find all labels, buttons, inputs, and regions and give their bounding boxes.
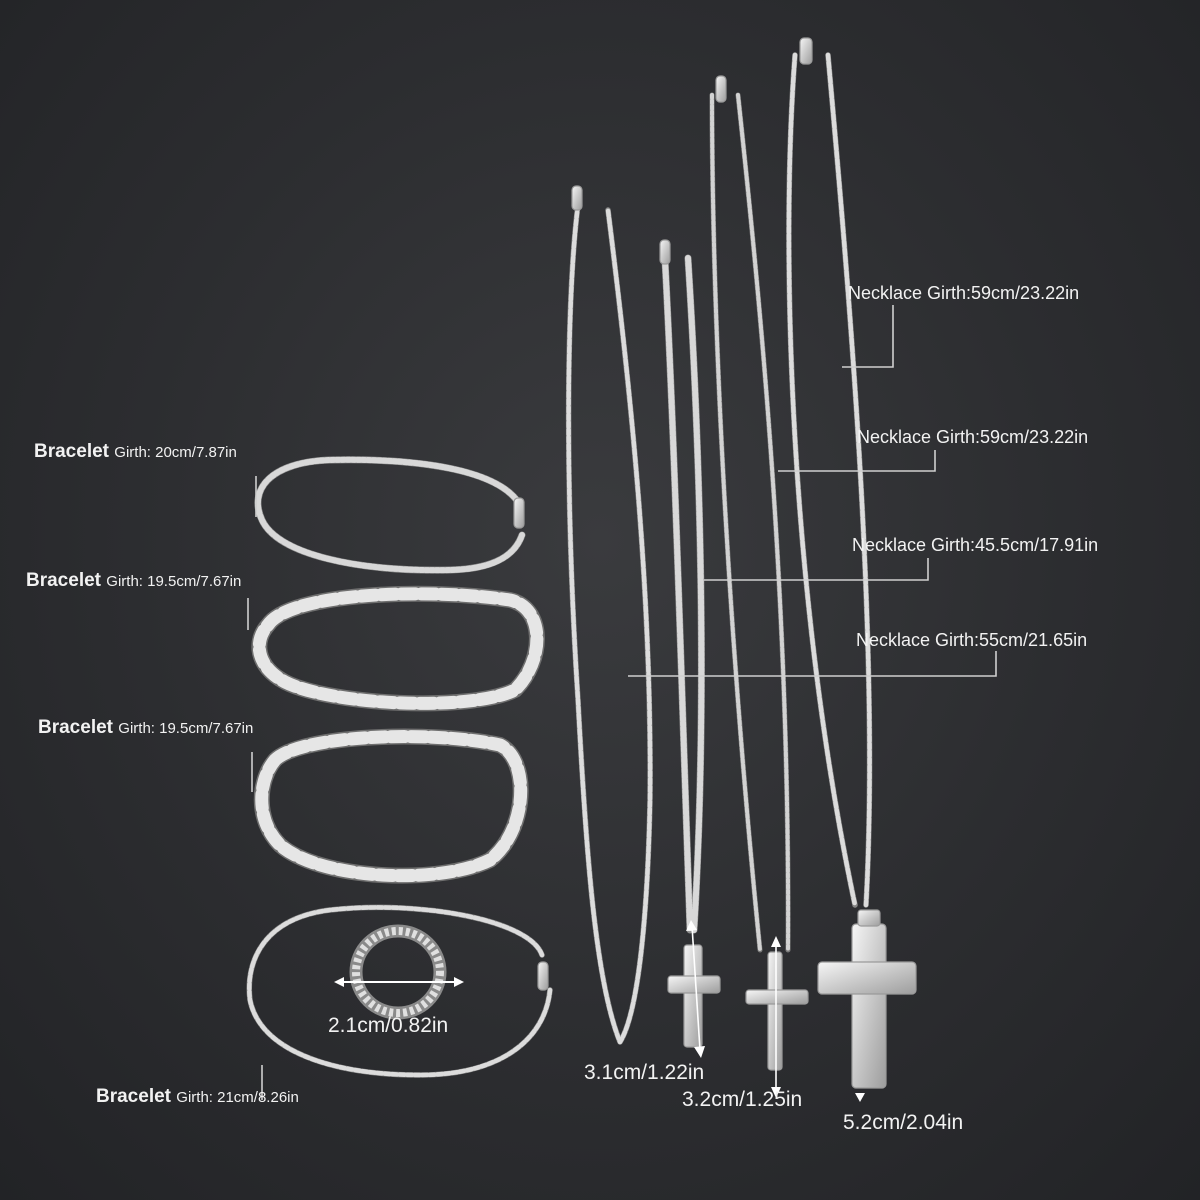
bracelet-2-girth: Girth: 19.5cm/7.67in	[106, 573, 242, 590]
bracelet-4-label: Bracelet Girth: 21cm/8.26in	[96, 1087, 299, 1106]
slim-cross-size: 3.2cm/1.25in	[682, 1088, 803, 1111]
small-cross-size: 3.1cm/1.22in	[584, 1061, 705, 1084]
label-leaders	[247, 305, 997, 1100]
bracelet-clasp	[537, 961, 549, 991]
curb-bracelet-medium	[253, 728, 529, 884]
necklace-1-girth: Necklace Girth:59cm/23.22in	[848, 283, 1080, 303]
bracelet-3-girth: Girth: 19.5cm/7.67in	[118, 720, 254, 737]
curb-bracelet-wide	[251, 585, 545, 712]
bracelet-3-name: Bracelet	[38, 717, 113, 738]
bracelet-2-label: Bracelet Girth: 19.5cm/7.67in	[26, 571, 241, 590]
slim-cross-pendant	[745, 951, 809, 1071]
thin-curb-bracelet	[246, 904, 553, 1078]
rope-bracelet	[254, 456, 526, 574]
box-necklace-slim-cross	[709, 75, 809, 1098]
small-cross-pendant	[667, 944, 721, 1048]
curb-necklace-large-cross	[786, 37, 917, 1102]
ring-size-label: 2.1cm/0.82in	[328, 1014, 449, 1037]
large-cross-pendant	[817, 909, 917, 1089]
lobster-clasp	[513, 497, 525, 529]
bracelet-1-girth: Girth: 20cm/7.87in	[114, 444, 237, 461]
necklace-4-girth: Necklace Girth:55cm/21.65in	[856, 630, 1088, 650]
bracelet-4-girth: Girth: 21cm/8.26in	[176, 1089, 299, 1106]
bracelet-3-label: Bracelet Girth: 19.5cm/7.67in	[38, 718, 253, 737]
rope-necklace-small-cross	[659, 239, 721, 1058]
large-cross-size: 5.2cm/2.04in	[843, 1111, 964, 1134]
ring	[334, 924, 464, 1020]
necklace-2-girth: Necklace Girth:59cm/23.22in	[857, 427, 1089, 447]
bracelet-1-label: Bracelet Girth: 20cm/7.87in	[34, 442, 237, 461]
bracelet-1-name: Bracelet	[34, 441, 109, 462]
curb-necklace	[565, 185, 653, 1045]
bracelet-2-name: Bracelet	[26, 570, 101, 591]
bracelet-4-name: Bracelet	[96, 1086, 171, 1107]
necklace-3-girth: Necklace Girth:45.5cm/17.91in	[852, 535, 1099, 555]
